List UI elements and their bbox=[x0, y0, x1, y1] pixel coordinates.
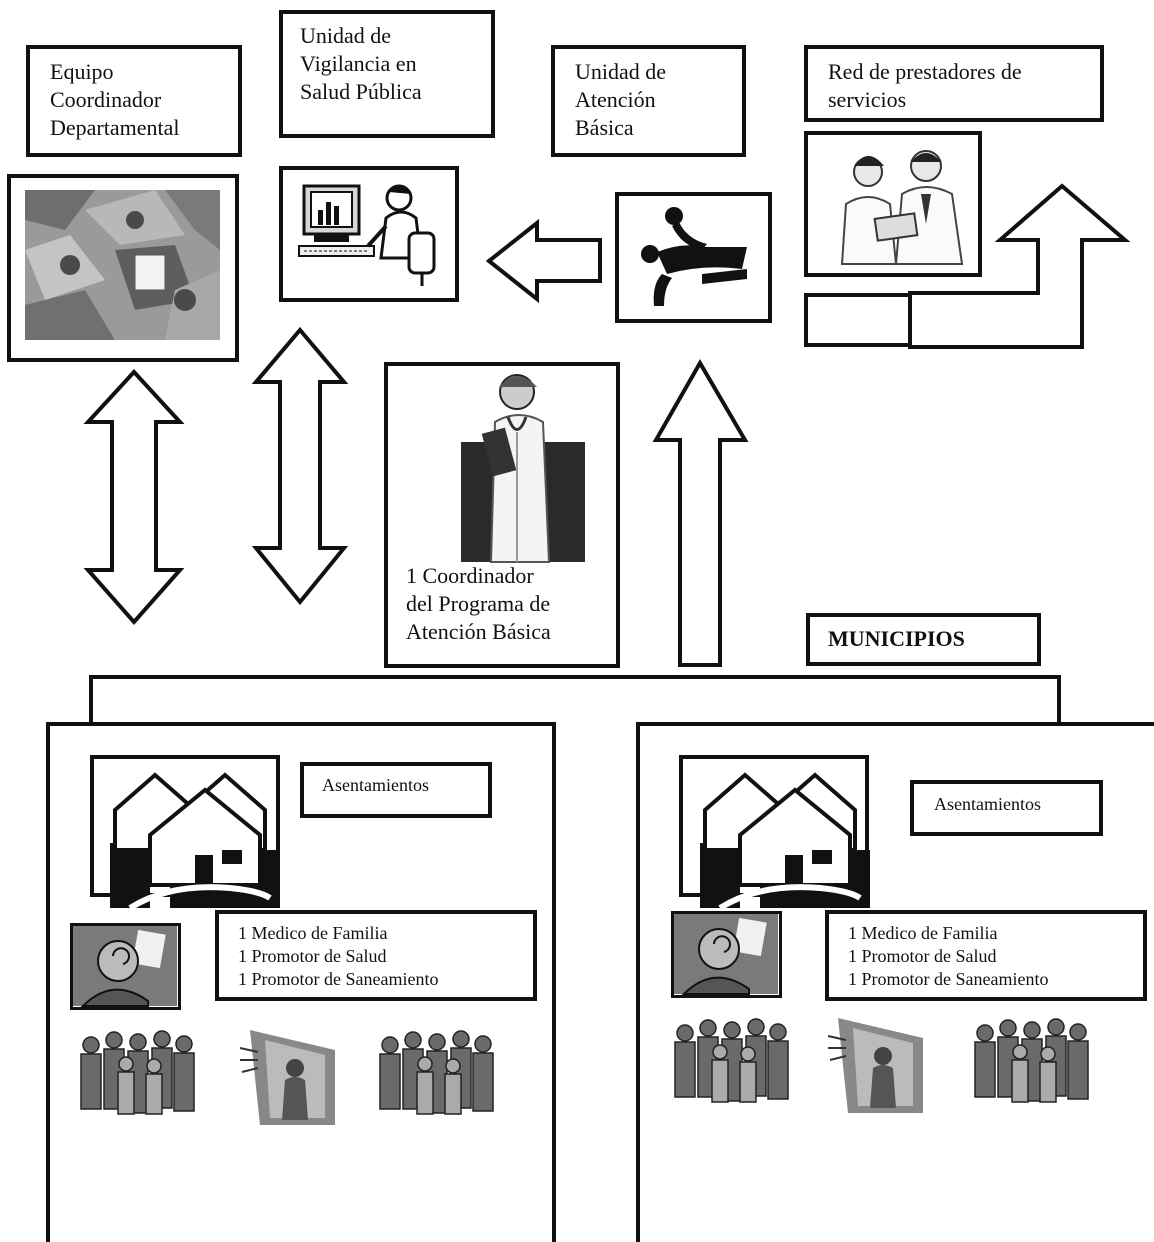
asentamientos-label-right: Asentamientos bbox=[934, 794, 1041, 814]
municipios-label: MUNICIPIOS bbox=[828, 626, 965, 651]
physician-icon-right bbox=[674, 914, 778, 995]
arrow-left-atencion-to-vigilancia bbox=[485, 218, 602, 304]
doctors-illustration bbox=[840, 150, 964, 265]
asentamientos-label-left: Asentamientos bbox=[322, 775, 429, 795]
crowd-illustration-right-2 bbox=[974, 1018, 1089, 1103]
red-label-box bbox=[804, 45, 1104, 122]
doctor-coordinator-illustration bbox=[461, 374, 585, 563]
atencion-label-box bbox=[551, 45, 746, 157]
equipo-label: Equipo Coordinador Departamental bbox=[50, 59, 180, 140]
meeting-illustration bbox=[25, 190, 220, 340]
staff-label-left: 1 Medico de Familia 1 Promotor de Salud … bbox=[238, 923, 439, 989]
staff-box-right bbox=[825, 910, 1147, 1001]
crowd-illustration-left-1 bbox=[80, 1030, 195, 1115]
double-arrow-vigilancia bbox=[251, 326, 349, 606]
speaker-illustration-left bbox=[239, 1030, 335, 1125]
computer-user-illustration bbox=[298, 184, 436, 286]
coordinador-label: 1 Coordinador del Programa de Atención B… bbox=[406, 563, 551, 644]
asentamientos-box-right bbox=[910, 780, 1103, 836]
atencion-label: Unidad de Atención Básica bbox=[575, 59, 667, 140]
speaker-illustration-right bbox=[827, 1018, 923, 1113]
staff-box-left bbox=[215, 910, 537, 1001]
vigilancia-label: Unidad de Vigilancia en Salud Pública bbox=[300, 23, 422, 104]
houses-icon-right bbox=[700, 772, 870, 911]
double-arrow-equipo bbox=[83, 369, 185, 626]
physician-icon-left bbox=[73, 926, 177, 1007]
houses-icon-left bbox=[110, 772, 280, 911]
crowd-illustration-left-2 bbox=[379, 1030, 494, 1115]
crowd-illustration-right-1 bbox=[674, 1018, 789, 1103]
equipo-label-box bbox=[26, 45, 242, 157]
municipios-label-box bbox=[806, 613, 1041, 666]
arrow-up-to-atencion bbox=[652, 359, 749, 667]
staff-label-right: 1 Medico de Familia 1 Promotor de Salud … bbox=[848, 923, 1049, 989]
red-label: Red de prestadores de servicios bbox=[828, 59, 1022, 112]
first-aid-icon bbox=[641, 207, 747, 306]
municipios-bracket bbox=[89, 675, 1061, 722]
vigilancia-label-box bbox=[279, 10, 495, 138]
arrow-up-to-red bbox=[908, 183, 1131, 349]
asentamientos-box-left bbox=[300, 762, 492, 818]
